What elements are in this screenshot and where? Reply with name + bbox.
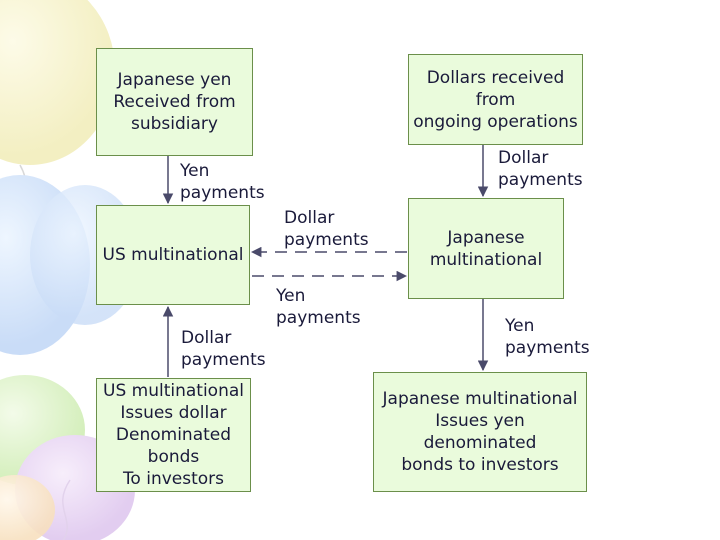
dollars-received-text: Dollars received from ongoing operations	[413, 67, 578, 132]
us-multinational-box: US multinational	[96, 205, 250, 305]
japanese-issues-bonds-box: Japanese multinational Issues yen denomi…	[373, 372, 587, 492]
us-multinational-text: US multinational	[102, 245, 244, 265]
dollar-payments-top-label: Dollar payments	[498, 148, 583, 190]
us-issues-bonds-box: US multinational Issues dollar Denominat…	[96, 378, 251, 492]
japanese-multinational-box: Japanese multinational	[408, 198, 564, 299]
us-issues-bonds-text: US multinational Issues dollar Denominat…	[103, 381, 244, 489]
dollars-received-box: Dollars received from ongoing operations	[408, 54, 583, 145]
japanese-yen-received-text: Japanese yen Received from subsidiary	[113, 70, 236, 134]
japanese-multinational-text: Japanese multinational	[429, 227, 543, 270]
yen-payments-top-label: Yen payments	[180, 161, 265, 203]
yen-payments-middle-label: Yen payments	[276, 286, 361, 328]
yellow-balloon	[0, 0, 115, 165]
dollar-payments-bottom-label: Dollar payments	[181, 328, 266, 370]
dollar-payments-middle-label: Dollar payments	[284, 208, 369, 250]
japanese-issues-bonds-text: Japanese multinational Issues yen denomi…	[382, 389, 578, 475]
yen-payments-bottom-label: Yen payments	[505, 316, 590, 358]
japanese-yen-received-box: Japanese yen Received from subsidiary	[96, 48, 253, 156]
